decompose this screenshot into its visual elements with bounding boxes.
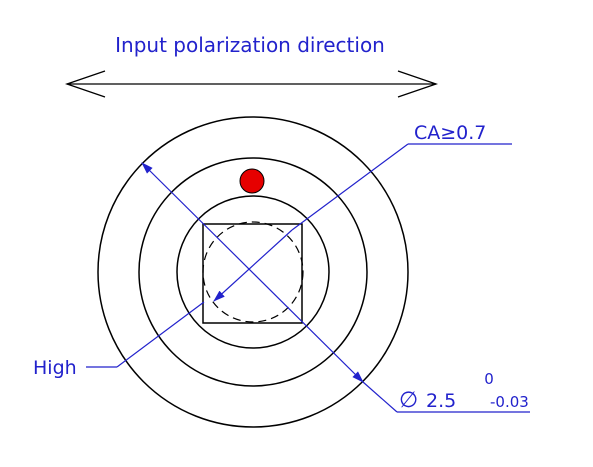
clear-aperture-label: CA≥0.7 [414, 122, 486, 144]
outer-circle [97, 116, 409, 428]
polarization-arrow [64, 70, 439, 98]
orientation-marker-dot [239, 168, 265, 194]
diameter-symbol-icon: ∅ [399, 388, 418, 413]
high-side-label: High [33, 357, 77, 379]
high-side-leader [86, 301, 205, 368]
diameter-value-label: 2.5 [426, 390, 456, 412]
middle-circle [138, 157, 368, 387]
polarization-direction-label: Input polarization direction [115, 33, 385, 57]
outer-diameter-dimension [141, 162, 530, 413]
tolerance-upper-label: 0 [484, 370, 494, 388]
tolerance-lower-label: -0.03 [490, 393, 529, 411]
